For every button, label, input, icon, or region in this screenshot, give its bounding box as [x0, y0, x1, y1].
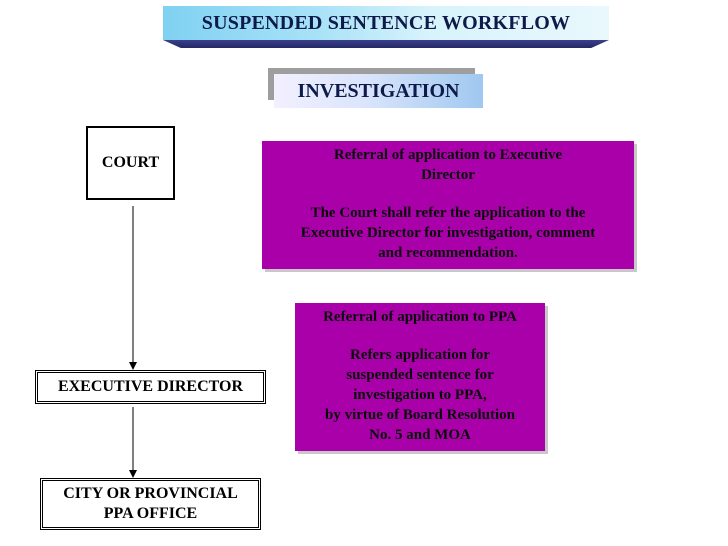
court-node: COURT: [86, 126, 175, 200]
exec-referral-note: Referral of application to Executive Dir…: [262, 141, 634, 269]
executive-director-node: EXECUTIVE DIRECTOR: [37, 372, 264, 402]
exec-referral-body-line2: Executive Director for investigation, co…: [300, 225, 596, 241]
arrow-head-ppa: [129, 470, 137, 478]
ppa-referral-body-line4: by virtue of Board Resolution: [324, 407, 515, 423]
ppa-referral-heading: Referral of application to PPA: [323, 309, 517, 325]
ppa-office-node: CITY OR PROVINCIAL PPA OFFICE: [42, 480, 259, 528]
exec-referral-body-line1: The Court shall refer the application to…: [310, 205, 586, 221]
page-title: SUSPENDED SENTENCE WORKFLOW: [163, 6, 609, 40]
exec-referral-body-line3: and recommendation.: [378, 245, 518, 261]
ppa-referral-body-line5: No. 5 and MOA: [369, 427, 471, 443]
ppa-office-line1: CITY OR PROVINCIAL: [63, 485, 238, 502]
title-banner-base: [163, 40, 609, 48]
section-tag: INVESTIGATION: [268, 68, 483, 108]
section-title: INVESTIGATION: [274, 74, 483, 108]
exec-referral-heading-line2: Director: [421, 167, 475, 183]
arrow-head-exec: [129, 362, 137, 370]
ppa-referral-body-line1: Refers application for: [350, 347, 490, 363]
ppa-referral-body-line3: investigation to PPA,: [353, 387, 487, 403]
title-banner: SUSPENDED SENTENCE WORKFLOW: [163, 6, 609, 48]
ppa-referral-body-line2: suspended sentence for: [346, 367, 494, 383]
exec-referral-heading-line1: Referral of application to Executive: [333, 147, 563, 163]
ppa-referral-note: Referral of application to PPA Refers ap…: [295, 303, 545, 451]
ppa-office-line2: PPA OFFICE: [103, 505, 198, 522]
